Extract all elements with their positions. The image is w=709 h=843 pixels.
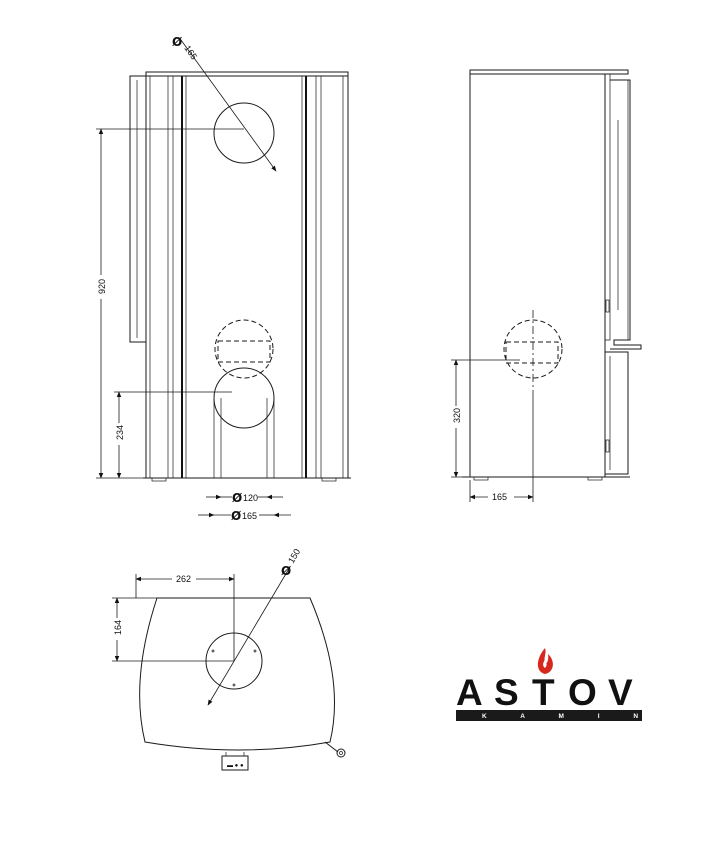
top-front-foot bbox=[221, 755, 249, 771]
flame-icon bbox=[537, 648, 553, 674]
logo-letter-t: T bbox=[532, 672, 555, 713]
dim-dia-165-top-label: 165 bbox=[182, 43, 199, 61]
dim-262-label: 262 bbox=[176, 574, 191, 584]
dia-symbol-165-bottom: Ø bbox=[231, 509, 241, 523]
logo-subtitle-bar bbox=[456, 710, 642, 721]
top-body-outline bbox=[139, 597, 335, 751]
side-top-plate bbox=[469, 69, 629, 75]
dia-symbol-120: Ø bbox=[232, 491, 242, 505]
logo-letter-s: S bbox=[494, 672, 519, 713]
logo-subtitle: K A M I N bbox=[482, 713, 654, 720]
front-top-plate bbox=[145, 71, 349, 77]
dim-dia-165-bottom-label: 165 bbox=[242, 511, 257, 521]
dia-symbol-top: Ø bbox=[172, 35, 182, 49]
dim-164-label: 164 bbox=[113, 620, 123, 635]
logo-letter-o: O bbox=[568, 672, 597, 713]
dim-234-label: 234 bbox=[115, 425, 125, 440]
side-rear-outlet-hidden bbox=[503, 319, 563, 379]
logo-letter-v: V bbox=[608, 672, 633, 713]
dim-165-side-label: 165 bbox=[492, 492, 507, 502]
top-view: ▬ ● ● 262 164 Ø 150 bbox=[110, 547, 346, 771]
front-top-flue-outlet bbox=[213, 102, 275, 164]
front-bottom-outlet bbox=[213, 367, 275, 429]
front-side-handle bbox=[129, 75, 147, 343]
front-rear-outlet-hidden bbox=[214, 319, 274, 379]
side-view: 320 165 bbox=[449, 69, 642, 503]
dim-dia-150-label: 150 bbox=[286, 547, 302, 565]
astov-logo: A S T O V K A M I N bbox=[456, 648, 654, 721]
front-body-outline bbox=[145, 76, 349, 479]
top-pivot-knob bbox=[336, 748, 346, 758]
logo-letter-a: A bbox=[456, 672, 483, 713]
svg-text:▬ ● ●: ▬ ● ● bbox=[227, 763, 244, 769]
dia-symbol-150: Ø bbox=[281, 564, 291, 578]
side-door-profile bbox=[610, 79, 642, 350]
dim-dia-120-label: 120 bbox=[243, 493, 258, 503]
side-body-outline bbox=[469, 74, 606, 478]
dim-920-label: 920 bbox=[97, 279, 107, 294]
front-view: 920 234 Ø 165 Ø 120 Ø 165 bbox=[94, 35, 351, 523]
dim-320-label: 320 bbox=[452, 408, 462, 423]
